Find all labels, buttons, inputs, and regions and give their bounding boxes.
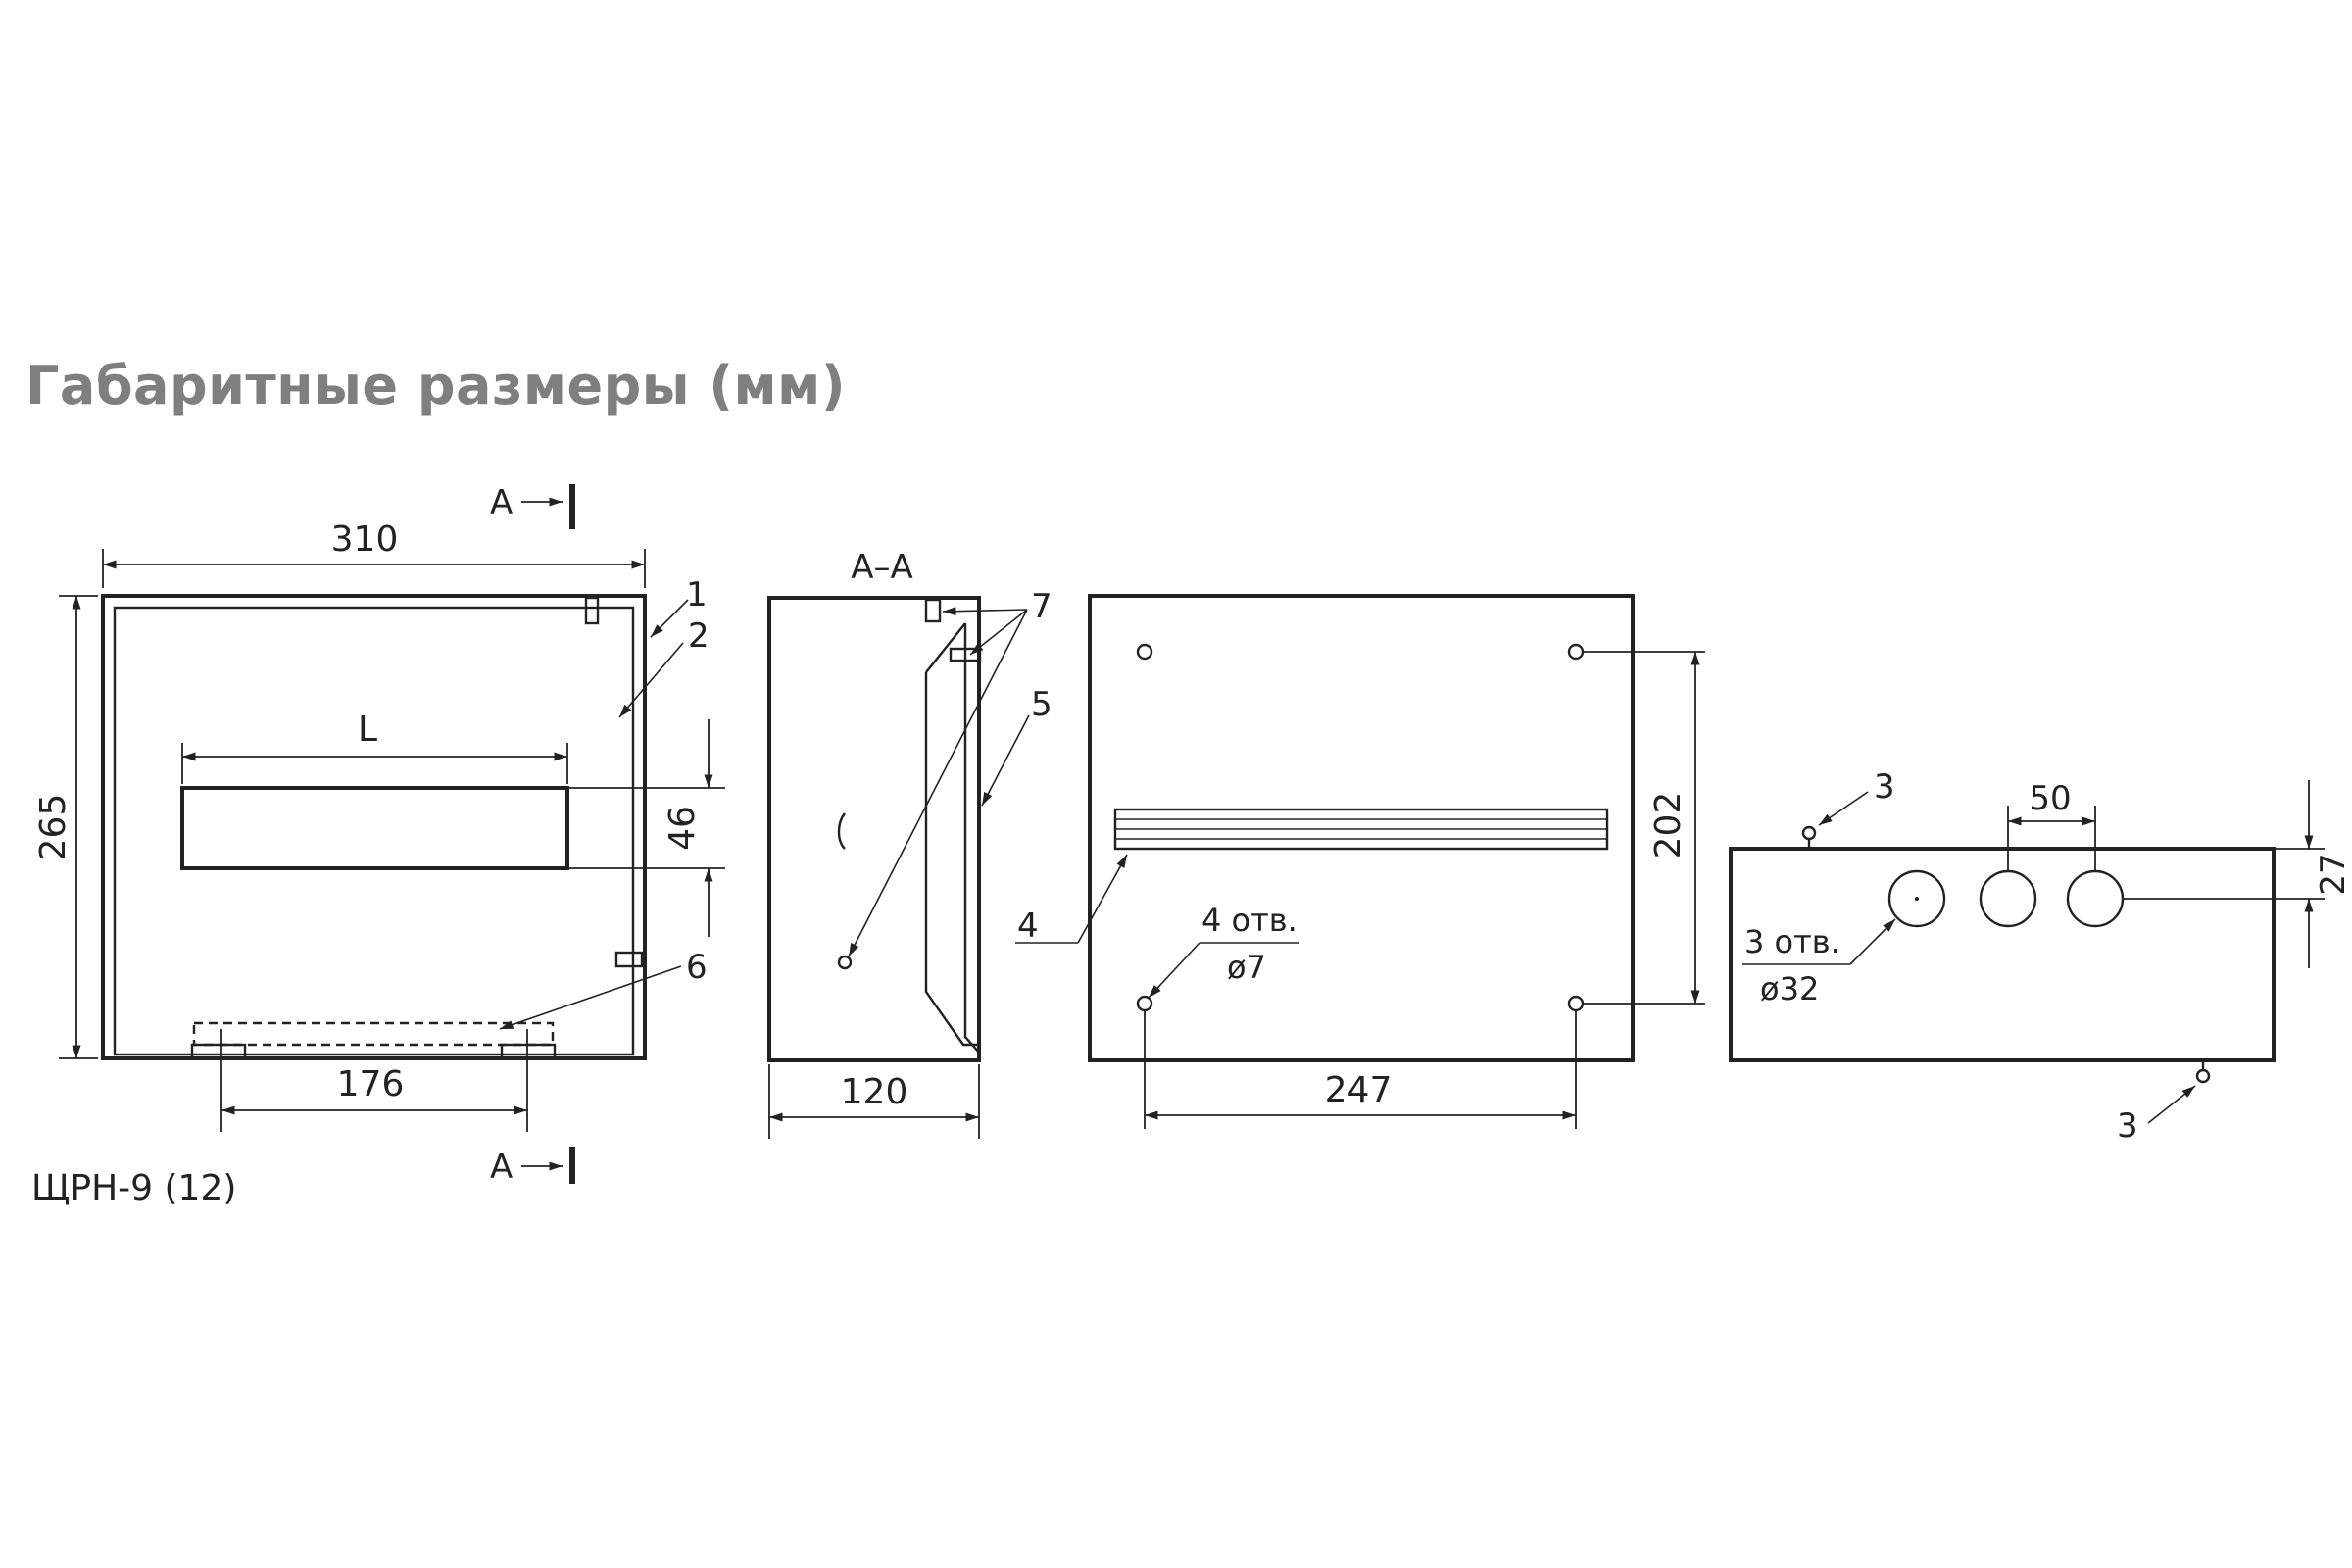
dim-247-label: 247 (1325, 1070, 1393, 1110)
circle-hole-icon (1567, 643, 1585, 661)
bottom-body (1729, 847, 2276, 1062)
dim-width-label: 310 (331, 519, 399, 560)
callout-7-leader (942, 607, 1028, 616)
callout-1-leader (650, 599, 689, 638)
foot-left (190, 1043, 247, 1060)
front-outer-frame (101, 594, 647, 1060)
callout-2-leader (618, 642, 684, 718)
callout-5-leader (981, 714, 1030, 807)
circle-hole-icon (2066, 869, 2125, 928)
hinge-top (584, 596, 600, 625)
dim-L-label: L (358, 710, 377, 750)
circle-hole-icon (1136, 995, 1153, 1012)
latch (614, 951, 644, 968)
fastener-bottom (2195, 1068, 2211, 1084)
mount-holes-dia: ø7 (1227, 949, 1266, 986)
model-label: ЩРН-9 (12) (31, 1168, 236, 1208)
front-door (113, 606, 635, 1056)
section-mark-bottom: А (490, 1148, 513, 1187)
callout-6: 6 (686, 948, 708, 987)
section-view: А–А 120 7 5 (767, 548, 1053, 1139)
circle-hole-icon (1136, 643, 1153, 661)
callout-3-bottom: 3 (2117, 1106, 2138, 1146)
callout-3-leader (1818, 791, 1869, 826)
callout-2: 2 (688, 616, 710, 656)
note-leader (1849, 918, 1896, 965)
page-title: Габаритные размеры (мм) (25, 355, 847, 416)
callout-3-top: 3 (1874, 767, 1895, 807)
callout-4: 4 (1017, 906, 1039, 946)
circle-hole-icon (837, 955, 853, 970)
section-mark-top: А (490, 483, 513, 522)
dim-46-label: 46 (662, 806, 703, 851)
rear-body (1088, 594, 1635, 1062)
circle-hole-icon (1567, 995, 1585, 1012)
clip-top (924, 598, 942, 623)
breaker-window (180, 786, 569, 870)
bottom-view: 3 3 50 27 3 отв. ø32 (1729, 767, 2352, 1146)
fastener-top (1801, 825, 1817, 841)
dim-depth-label: 120 (841, 1072, 908, 1112)
circle-hole-icon (1887, 869, 1946, 928)
dim-202-label: 202 (1648, 792, 1689, 859)
door-edge (963, 623, 981, 1054)
front-view: 310 265 L 46 176 1 2 6 А А (31, 483, 725, 1208)
callout-7-leader (848, 609, 1028, 957)
din-rail-dashed (192, 1021, 555, 1047)
dim-176-label: 176 (337, 1064, 405, 1104)
rear-view: 202 247 4 отв. ø7 4 (1015, 594, 1705, 1129)
side-body (767, 596, 981, 1062)
knockouts-count: 3 отв. (1744, 923, 1840, 960)
dim-50-label: 50 (2029, 779, 2071, 818)
callout-5: 5 (1031, 685, 1053, 724)
callout-1: 1 (686, 575, 708, 614)
mount-holes-count: 4 отв. (1201, 902, 1298, 939)
dim-height-label: 265 (33, 794, 74, 861)
door-profile-inner (924, 672, 980, 1047)
callout-4-leader (1077, 854, 1128, 944)
circle-hole-icon (1979, 869, 2037, 928)
dim-27-label: 27 (2314, 853, 2352, 895)
clip-mid (949, 647, 982, 662)
callout-7-leader (969, 609, 1028, 656)
latch-bracket (837, 812, 846, 850)
knockouts-dia: ø32 (1760, 970, 1819, 1007)
door-top-bevel (925, 622, 966, 673)
note-leader (1148, 942, 1200, 999)
callout-3-leader (2147, 1085, 2196, 1124)
callout-6-leader (499, 965, 682, 1030)
foot-right (500, 1043, 557, 1060)
center-mark (1915, 897, 1919, 901)
callout-7: 7 (1031, 587, 1053, 626)
section-title: А–А (851, 548, 913, 587)
